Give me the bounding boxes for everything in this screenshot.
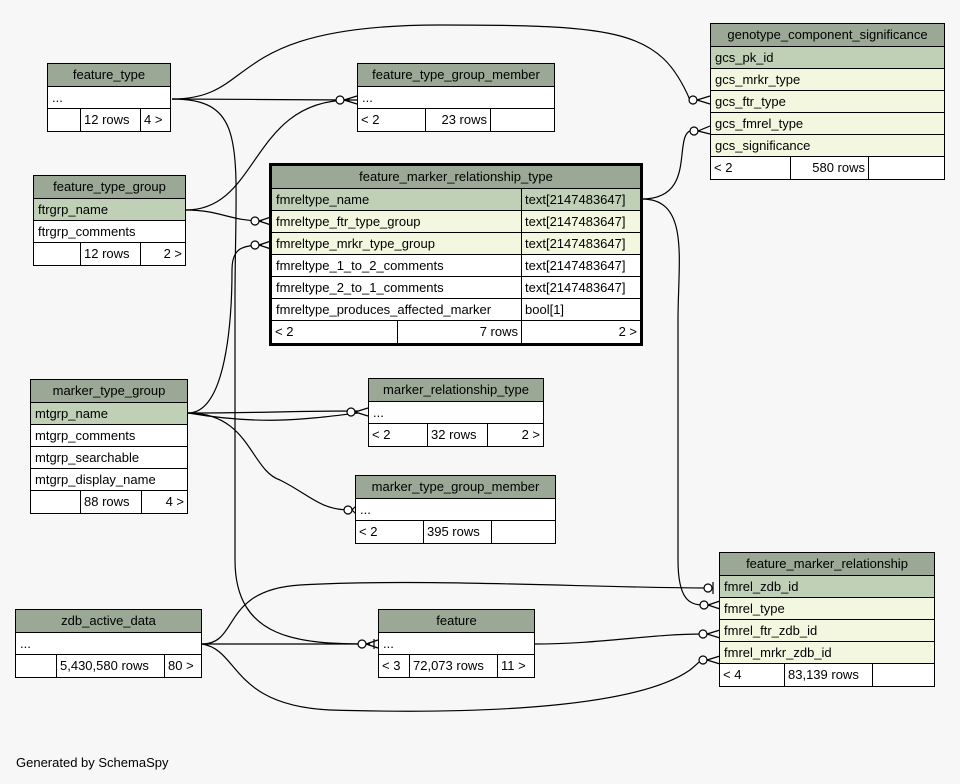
table-footer: < 2 32 rows 2 > [369,424,543,446]
crowfoot-gcs-ftr-circle [688,95,698,105]
crowfoot-mtgm-circle [343,505,353,515]
column-row: ... [48,87,170,109]
column-row: ... [356,499,555,521]
column-row: gcs_fmrel_type [711,113,944,135]
table-footer: < 2 7 rows 2 > [272,321,640,343]
edge-ftg-to-ftgm [185,99,351,211]
table-feature-marker-relationship-type[interactable]: feature_marker_relationship_type fmrelty… [269,163,643,346]
column-row: gcs_ftr_type [711,91,944,113]
column-row: fmrel_type [720,598,934,620]
edge-ftg-to-fmrt [185,209,263,222]
table-footer: < 2 23 rows [358,109,554,131]
table-title: feature [379,610,534,633]
table-footer: < 3 72,073 rows 11 > [379,655,534,677]
table-feature[interactable]: feature ... < 3 72,073 rows 11 > [378,609,535,678]
crowfoot-fmr-zdb-circle [703,583,713,593]
table-genotype-component-significance[interactable]: genotype_component_significance gcs_pk_i… [710,23,945,180]
generated-by-credit: Generated by SchemaSpy [16,755,169,770]
column-row: ... [16,633,201,655]
crowfoot-fmrt-mrkr-circle [250,240,260,250]
table-feature-type-group-member[interactable]: feature_type_group_member ... < 2 23 row… [357,63,555,132]
column-row: fmrel_zdb_id [720,576,934,598]
column-row: ... [369,402,543,424]
table-feature-type-group[interactable]: feature_type_group ftrgrp_name ftrgrp_co… [33,175,186,266]
column-row: gcs_significance [711,135,944,157]
column-row: mtgrp_name [31,403,187,425]
table-title: marker_type_group [31,380,187,403]
table-title: feature_marker_relationship [720,553,934,576]
table-title: feature_type [48,64,170,87]
column-row: ... [358,87,554,109]
crowfoot-gcs-fmrel-circle [689,126,699,136]
column-row: fmrel_ftr_zdb_id [720,620,934,642]
table-title: genotype_component_significance [711,24,944,47]
column-row: gcs_pk_id [711,47,944,69]
crowfoot-ftgm-circle [335,95,345,105]
column-row: gcs_mrkr_type [711,69,944,91]
column-row: ... [379,633,534,655]
column-row: mtgrp_display_name [31,469,187,491]
table-footer: 12 rows 2 > [34,243,185,265]
edge-feature-type-to-feature [171,98,371,645]
table-marker-relationship-type[interactable]: marker_relationship_type ... < 2 32 rows… [368,378,544,447]
edge-zdb-to-fmr-zdb [201,581,709,645]
edge-fmrt-to-gcs [641,129,695,200]
table-feature-marker-relationship[interactable]: feature_marker_relationship fmrel_zdb_id… [719,552,935,687]
edge-zdb-to-fmr-mrkr [201,643,704,712]
edge-feature-to-fmr [534,633,704,645]
column-row: mtgrp_searchable [31,447,187,469]
table-title: marker_type_group_member [356,476,555,499]
column-row: ftrgrp_comments [34,221,185,243]
edge-mtg-to-mrt-1 [187,410,359,414]
edge-fmrt-to-fmr [641,198,704,606]
crowfoot-mrt-circle [346,407,356,417]
table-title: feature_marker_relationship_type [272,166,640,189]
table-footer: < 2 580 rows [711,157,944,179]
table-title: zdb_active_data [16,610,201,633]
column-row: fmrel_mrkr_zdb_id [720,642,934,664]
edge-mtg-to-mtgm [187,412,351,511]
edge-feature-type-to-ftgm [171,98,351,101]
table-title: marker_relationship_type [369,379,543,402]
crowfoot-fmr-mrkr-circle [698,655,708,665]
table-footer: 12 rows 4 > [48,109,170,131]
table-footer: < 4 83,139 rows [720,664,934,686]
table-zdb-active-data[interactable]: zdb_active_data ... 5,430,580 rows 80 > [15,609,202,678]
crowfoot-feature-circle [357,639,367,649]
column-row: ftrgrp_name [34,199,185,221]
table-title: feature_type_group [34,176,185,199]
crowfoot-fmr-type-circle [699,600,709,610]
crowfoot-fmrt-ftr-circle [250,216,260,226]
table-footer: < 2 395 rows [356,521,555,543]
edge-mtg-to-fmrt [187,244,263,414]
table-marker-type-group[interactable]: marker_type_group mtgrp_name mtgrp_comme… [30,379,188,514]
table-marker-type-group-member[interactable]: marker_type_group_member ... < 2 395 row… [355,475,556,544]
table-feature-type[interactable]: feature_type ... 12 rows 4 > [47,63,171,132]
column-row: mtgrp_comments [31,425,187,447]
table-footer: 5,430,580 rows 80 > [16,655,201,677]
table-title: feature_type_group_member [358,64,554,87]
table-footer: 88 rows 4 > [31,491,187,513]
crowfoot-fmr-ftr-circle [698,629,708,639]
edge-feature-type-to-gcs [171,24,691,101]
